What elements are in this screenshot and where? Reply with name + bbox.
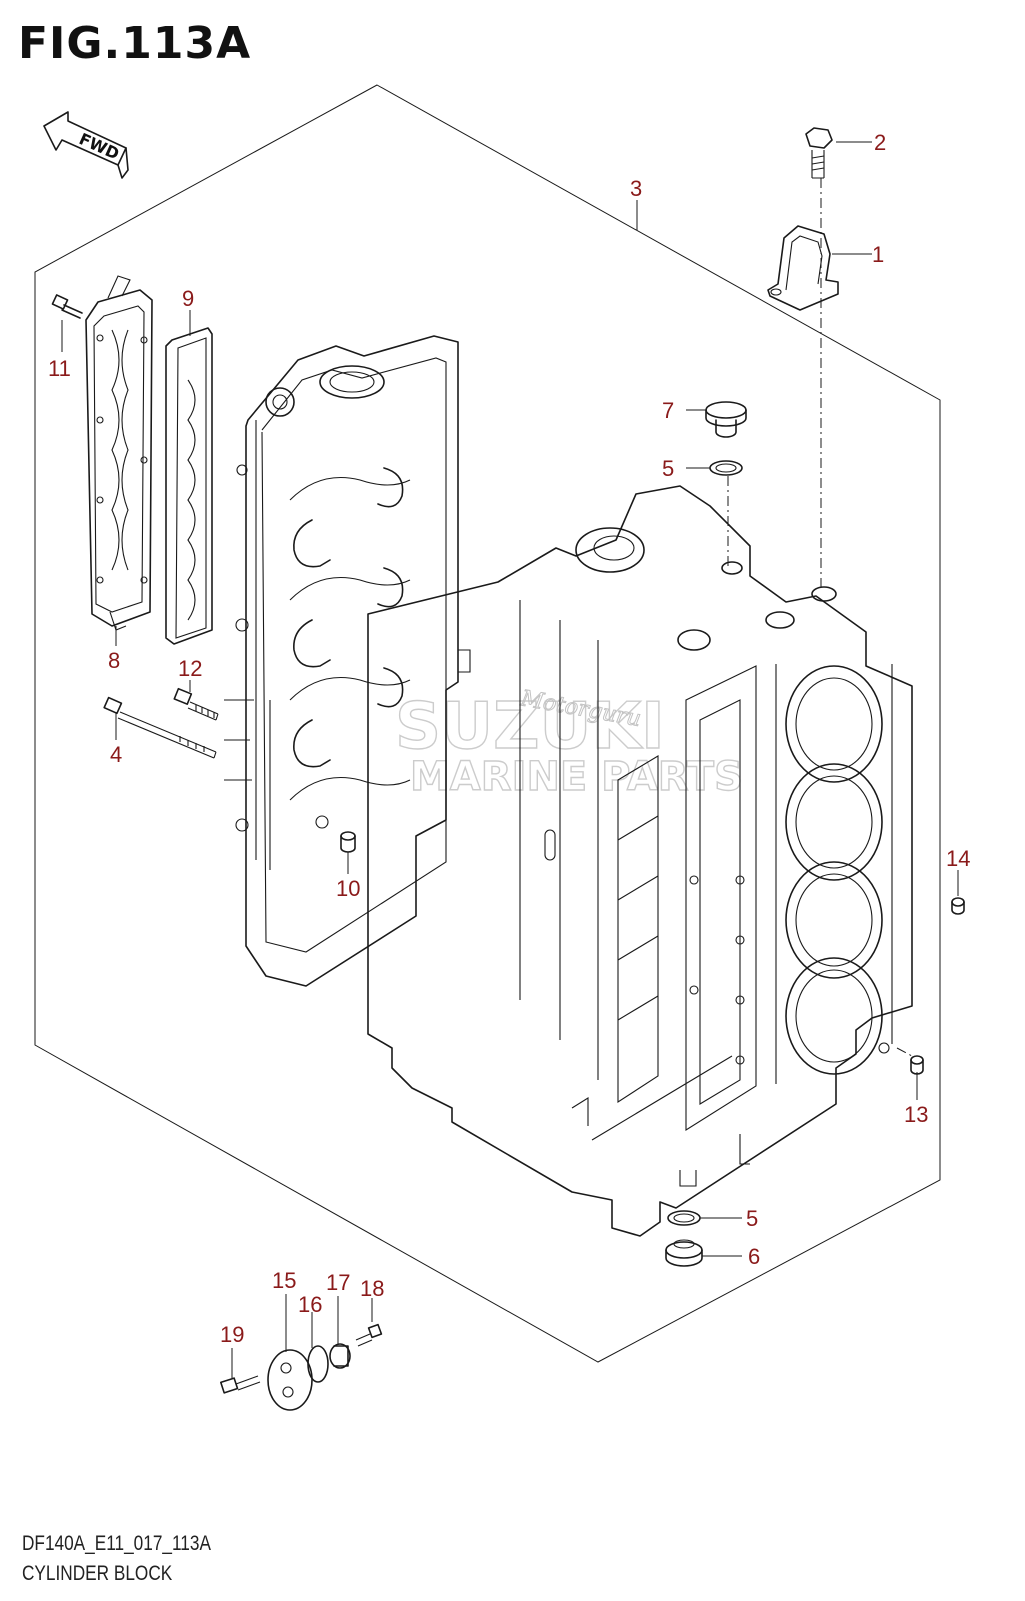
part-5-washer-top	[709, 460, 743, 476]
callout-6: 6	[748, 1244, 760, 1269]
callout-18: 18	[360, 1276, 384, 1301]
part-3-cylinder-block	[367, 485, 913, 1237]
fwd-label: FWD	[76, 129, 122, 163]
callout-16: 16	[298, 1292, 322, 1317]
callout-4: 4	[110, 742, 122, 767]
figure-name: CYLINDER BLOCK	[22, 1562, 173, 1585]
part-17-collar	[329, 1343, 351, 1369]
callout-3: 3	[630, 176, 642, 201]
part-5-washer-bottom	[667, 1210, 701, 1226]
part-11-bolt	[51, 294, 83, 319]
callouts: 1 2 3 4 5 5 6 7 8 9 10 11 12 13 14 15 16…	[48, 130, 970, 1347]
part-15-cover	[267, 1349, 313, 1411]
part-12-bolt	[173, 687, 219, 721]
leader-lines	[61, 141, 959, 1378]
part-2-bolt	[805, 127, 833, 179]
callout-7: 7	[662, 398, 674, 423]
part-14-plug	[951, 897, 965, 915]
part-7-plug	[705, 401, 747, 438]
callout-13: 13	[904, 1102, 928, 1127]
callout-2: 2	[874, 130, 886, 155]
callout-14: 14	[946, 846, 970, 871]
callout-1: 1	[872, 242, 884, 267]
callout-9: 9	[182, 286, 194, 311]
callout-11: 11	[48, 356, 71, 381]
model-code: DF140A_E11_017_113A	[22, 1532, 211, 1555]
svg-text:SUZUKI: SUZUKI	[395, 690, 665, 764]
callout-5-bottom: 5	[746, 1206, 758, 1231]
figure-title: FIG.113A	[18, 18, 252, 69]
svg-text:MARINE PARTS: MARINE PARTS	[410, 754, 743, 800]
callout-17: 17	[326, 1270, 350, 1295]
part-19-bolt	[219, 1375, 261, 1394]
part-8-cover-plate	[85, 275, 153, 631]
callout-19: 19	[220, 1322, 244, 1347]
callout-5-top: 5	[662, 456, 674, 481]
assembly-frame	[34, 84, 941, 1363]
part-1-bracket	[767, 225, 839, 311]
part-9-gasket	[165, 327, 213, 645]
fwd-arrow-icon: FWD	[43, 111, 129, 179]
part-4-long-bolt	[103, 696, 217, 759]
part-18-bolt	[355, 1323, 383, 1347]
watermark: SUZUKI MARINE PARTS Motorguru	[394, 686, 743, 801]
callout-8: 8	[108, 648, 120, 673]
part-6-drain-plug	[665, 1239, 703, 1267]
callout-12: 12	[178, 656, 202, 681]
part-16-oring	[307, 1345, 329, 1383]
part-13-plug	[910, 1055, 924, 1075]
callout-10: 10	[336, 876, 360, 901]
callout-15: 15	[272, 1268, 296, 1293]
part-10-dowel-pin	[340, 831, 356, 853]
part-crankcase-half	[224, 335, 471, 987]
